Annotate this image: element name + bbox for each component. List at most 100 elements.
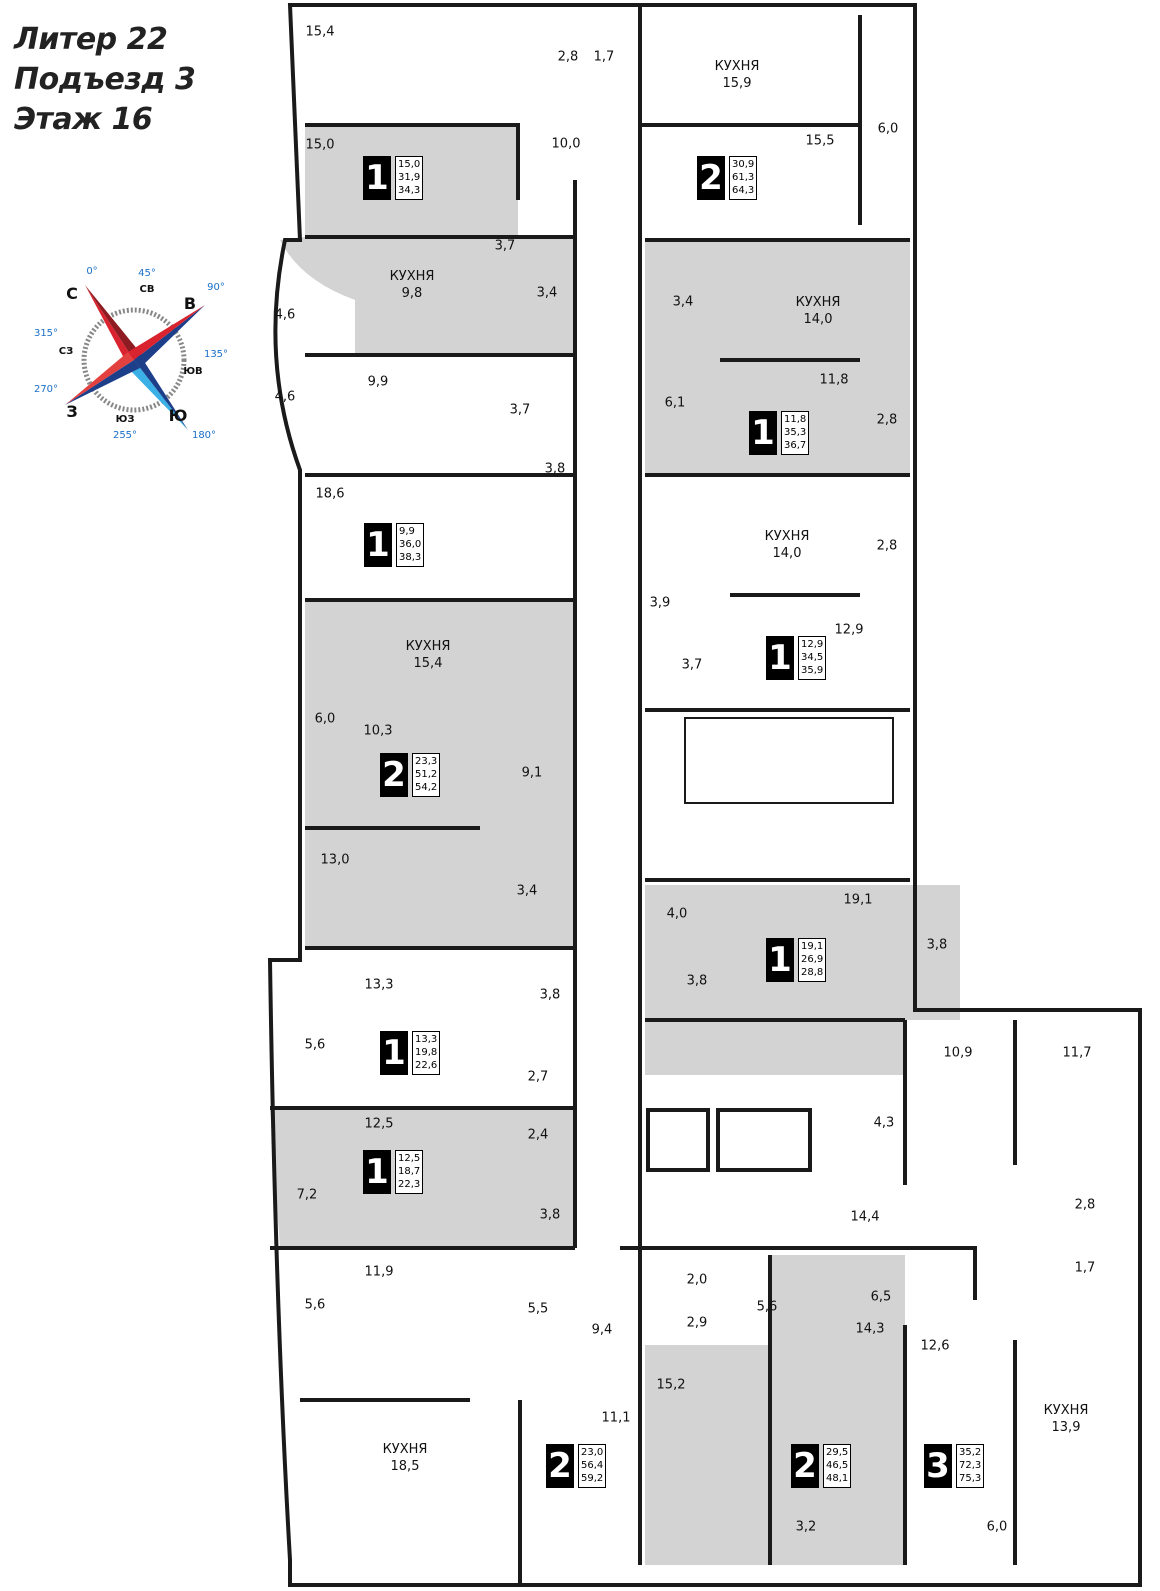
room-area-label: 6,0 bbox=[986, 1519, 1008, 1535]
room-area-label: 4,3 bbox=[873, 1115, 895, 1131]
room-count: 1 bbox=[363, 156, 391, 200]
area-value: 72,3 bbox=[959, 1460, 982, 1471]
room-count: 1 bbox=[766, 636, 794, 680]
room-area-label: 3,8 bbox=[539, 1207, 561, 1223]
area-value: 13,3 bbox=[415, 1034, 438, 1045]
room-area-label: 15,2 bbox=[656, 1377, 686, 1393]
room-area-label: 10,9 bbox=[943, 1045, 973, 1061]
room-area-label: 15,0 bbox=[305, 137, 335, 153]
area-value: 35,9 bbox=[801, 665, 824, 676]
area-value: 29,5 bbox=[826, 1447, 849, 1458]
room-area-label: КУХНЯ 9,8 bbox=[389, 269, 435, 301]
room-area-label: 15,5 bbox=[805, 133, 835, 149]
room-area-label: 13,3 bbox=[364, 977, 394, 993]
room-area-label: 12,5 bbox=[364, 1116, 394, 1132]
room-area-label: 2,8 bbox=[876, 538, 898, 554]
area-value: 64,3 bbox=[732, 185, 755, 196]
room-area-label: 11,9 bbox=[364, 1264, 394, 1280]
highlighted-apartments bbox=[270, 125, 960, 1565]
compass-se: ЮВ bbox=[183, 366, 203, 377]
room-count: 1 bbox=[766, 938, 794, 982]
room-area-label: 5,6 bbox=[304, 1037, 326, 1053]
area-value: 34,3 bbox=[398, 185, 421, 196]
room-area-label: 6,0 bbox=[877, 121, 899, 137]
area-value: 19,8 bbox=[415, 1047, 438, 1058]
room-area-label: 4,6 bbox=[274, 307, 296, 323]
area-value: 54,2 bbox=[415, 782, 438, 793]
room-area-label: КУХНЯ 14,0 bbox=[764, 529, 810, 561]
area-value: 31,9 bbox=[398, 172, 421, 183]
room-area-label: 9,9 bbox=[367, 374, 389, 390]
area-value: 35,3 bbox=[784, 427, 807, 438]
area-value: 35,2 bbox=[959, 1447, 982, 1458]
compass-sw: ЮЗ bbox=[115, 414, 135, 425]
room-count: 1 bbox=[380, 1031, 408, 1075]
room-area-label: 2,9 bbox=[686, 1315, 708, 1331]
room-area-label: КУХНЯ 15,9 bbox=[714, 59, 760, 91]
area-value: 26,9 bbox=[801, 954, 824, 965]
room-area-label: 3,2 bbox=[795, 1519, 817, 1535]
room-area-label: 2,7 bbox=[527, 1069, 549, 1085]
compass-ne-deg: 45° bbox=[138, 268, 156, 279]
compass-sw-deg: 255° bbox=[112, 430, 138, 441]
room-area-label: 19,1 bbox=[843, 892, 873, 908]
area-value: 19,1 bbox=[801, 941, 824, 952]
compass-rose: С 0° СВ 45° В 90° ЮВ 135° Ю 180° ЮЗ 255°… bbox=[30, 260, 230, 445]
building-label: Литер 22 bbox=[14, 22, 168, 57]
room-count: 2 bbox=[791, 1444, 819, 1488]
room-area-label: 5,6 bbox=[304, 1297, 326, 1313]
area-value: 61,3 bbox=[732, 172, 755, 183]
room-area-label: 14,4 bbox=[850, 1209, 880, 1225]
compass-w-deg: 270° bbox=[33, 384, 59, 395]
room-area-label: 2,8 bbox=[1074, 1197, 1096, 1213]
floor-label: Этаж 16 bbox=[14, 102, 153, 137]
room-area-label: 10,0 bbox=[551, 136, 581, 152]
room-area-label: 12,6 bbox=[920, 1338, 950, 1354]
compass-n-deg: 0° bbox=[86, 266, 98, 277]
area-value: 18,7 bbox=[398, 1166, 421, 1177]
room-area-label: 3,7 bbox=[494, 238, 516, 254]
room-count: 2 bbox=[546, 1444, 574, 1488]
room-area-label: 4,6 bbox=[274, 389, 296, 405]
apartment-badge[interactable]: 2 30,9 61,3 64,3 bbox=[697, 156, 758, 200]
compass-n: С bbox=[66, 284, 78, 303]
area-value: 56,4 bbox=[581, 1460, 604, 1471]
room-area-label: КУХНЯ 13,9 bbox=[1043, 1403, 1089, 1435]
room-area-label: 2,4 bbox=[527, 1127, 549, 1143]
room-area-label: 9,4 bbox=[591, 1322, 613, 1338]
compass-ne: СВ bbox=[139, 284, 155, 295]
room-area-label: 12,9 bbox=[834, 622, 864, 638]
compass-nw-deg: 315° bbox=[33, 328, 59, 339]
room-area-label: 3,9 bbox=[649, 595, 671, 611]
room-area-label: 1,7 bbox=[593, 49, 615, 65]
room-count: 2 bbox=[697, 156, 725, 200]
room-area-label: 3,8 bbox=[926, 937, 948, 953]
compass-w: З bbox=[66, 402, 78, 421]
area-value: 38,3 bbox=[399, 552, 422, 563]
room-area-label: 18,6 bbox=[315, 486, 345, 502]
room-count: 1 bbox=[363, 1150, 391, 1194]
room-area-label: 3,7 bbox=[681, 657, 703, 673]
area-value: 51,2 bbox=[415, 769, 438, 780]
area-value: 30,9 bbox=[732, 159, 755, 170]
room-count: 1 bbox=[749, 411, 777, 455]
room-area-label: 3,4 bbox=[536, 285, 558, 301]
